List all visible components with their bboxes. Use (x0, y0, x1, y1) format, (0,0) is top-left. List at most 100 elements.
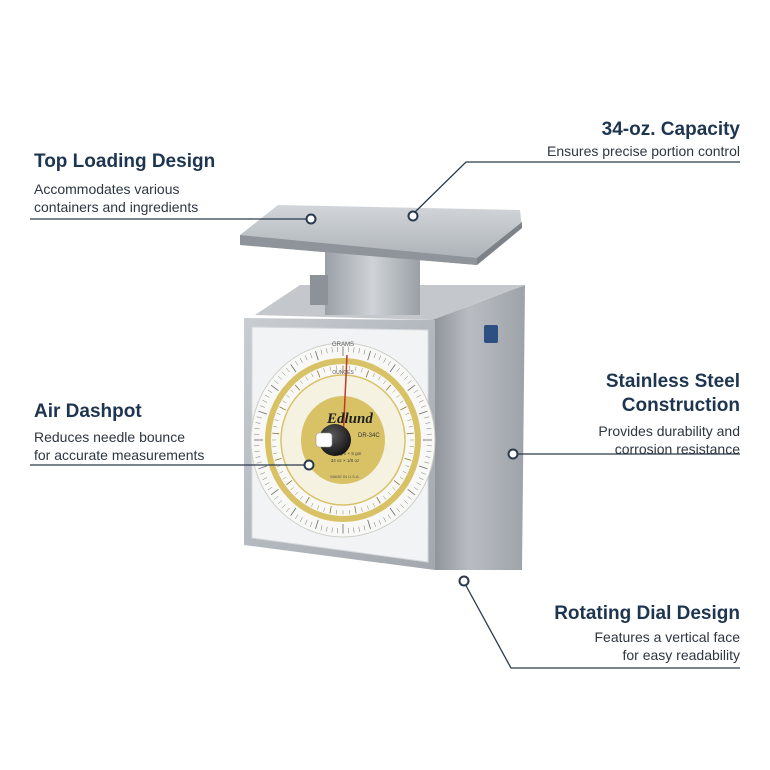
ounces-label: OUNCES (332, 370, 354, 376)
dial-tick (416, 394, 422, 398)
dial-tick (363, 349, 366, 355)
dial-tick (425, 422, 431, 424)
dial-tick (295, 360, 299, 366)
dial-tick-inner (286, 480, 293, 486)
dial-tick (290, 364, 297, 373)
capacity-spec: 1000 gm × 5 gm (329, 451, 362, 456)
dial-tick-inner (273, 426, 278, 428)
dial-tick-inner (323, 368, 325, 373)
dial-ticks (254, 346, 432, 534)
dial-tick (418, 410, 428, 415)
dial-tick (387, 360, 391, 366)
dial-tick (396, 367, 400, 373)
dial-tick (315, 350, 319, 361)
dial-tick-inner (361, 507, 363, 512)
dial-tick-inner (387, 491, 392, 496)
dial-tick-inner (279, 471, 284, 474)
feature-dashpot: Air Dashpot Reduces needle bounce for ac… (34, 400, 204, 464)
dial-tick (418, 465, 428, 470)
dial-tick-inner (276, 465, 281, 468)
dial-tick (358, 348, 360, 354)
feature-stainless: Stainless Steel Construction Provides du… (598, 370, 740, 458)
dial-tick (281, 504, 286, 509)
feature-title-line-1: Stainless Steel (605, 371, 740, 392)
dial-tick-inner (354, 505, 357, 514)
dial-tick (426, 428, 432, 430)
dial-tick (383, 517, 387, 523)
callout-line-rotating (463, 581, 740, 669)
dial-tick (418, 477, 424, 481)
dial-tick (331, 347, 333, 353)
feature-title: Rotating Dial Design (554, 603, 740, 624)
dial-tick (387, 514, 391, 520)
dial-tick-inner (317, 505, 320, 510)
dial-tick (270, 489, 279, 496)
callout-dot-capacity (407, 210, 419, 222)
dial-tick-inner (407, 419, 412, 421)
dial-tick (363, 525, 366, 531)
dial-tick (373, 353, 376, 359)
feature-rotating: Rotating Dial Design Features a vertical… (554, 602, 740, 664)
dial-tick-inner (272, 432, 280, 435)
dial-tick-inner (329, 505, 332, 514)
dial-tick (258, 465, 268, 470)
dial-tick (383, 357, 387, 363)
dial-tick (310, 521, 313, 527)
dial-tick-inner (372, 502, 375, 507)
dial-tick (295, 514, 299, 520)
dial-tick (425, 456, 431, 458)
dial-tick-inner (402, 471, 407, 474)
feature-desc-line-1: Provides durability and (598, 423, 740, 439)
feature-desc-line-1: Accommodates various (34, 181, 180, 197)
dial-tick-inner (366, 505, 369, 510)
dial-tick-inner (294, 384, 301, 391)
dial-tick (262, 477, 268, 481)
dial-tick-inner (372, 373, 375, 378)
dial-tick-inner (311, 373, 314, 378)
dial-tick-inner (393, 480, 400, 486)
feature-desc-line-1: Reduces needle bounce (34, 429, 186, 445)
callout-dot-top-loading (305, 213, 317, 225)
dial-tick-inner (294, 491, 299, 496)
dial-tick (326, 348, 328, 354)
dial-tick (378, 519, 382, 525)
dial-tick (310, 353, 313, 359)
dial-tick-inner (365, 370, 370, 378)
dial-tick (367, 350, 371, 361)
dial-tick-inner (405, 412, 410, 415)
dial-tick (400, 504, 405, 509)
dial-tick (304, 519, 308, 525)
dial-tick-inner (282, 400, 287, 404)
feature-title: 34-oz. Capacity (601, 119, 740, 140)
dial-tick (353, 527, 355, 533)
dial-tick-inner (311, 502, 314, 507)
dial-tick-inner (383, 496, 386, 500)
feature-desc-line-1: Ensures precise portion control (547, 143, 740, 159)
origin-label: MADE IN U.S.A. (330, 474, 359, 479)
dial-tick-inner (361, 368, 363, 373)
dial-tick (299, 357, 303, 363)
dial-tick (267, 389, 273, 393)
dial-tick-inner (385, 384, 392, 391)
feature-desc-line-2: for easy readability (622, 647, 740, 663)
dial-tick-inner (376, 496, 381, 504)
callout-line-capacity (412, 161, 740, 215)
dial-tick (286, 367, 290, 373)
dial-tick (262, 399, 268, 403)
feature-top-loading: Top Loading Design Accommodates various … (34, 150, 215, 216)
dial-tick (255, 456, 261, 458)
dial-tick (254, 450, 260, 452)
dial-tick-inner (286, 394, 290, 398)
dial-tick-inner (396, 394, 400, 398)
dial-tick (421, 472, 426, 475)
dial-tick (260, 405, 265, 408)
dial-tick-inner (408, 426, 413, 428)
dial-tick (413, 487, 419, 491)
dial-tick (358, 526, 360, 532)
dial-tick-inner (290, 487, 294, 491)
dial-needle (342, 354, 348, 441)
dial-tick-inner (400, 406, 407, 411)
dial-tick (299, 517, 303, 523)
